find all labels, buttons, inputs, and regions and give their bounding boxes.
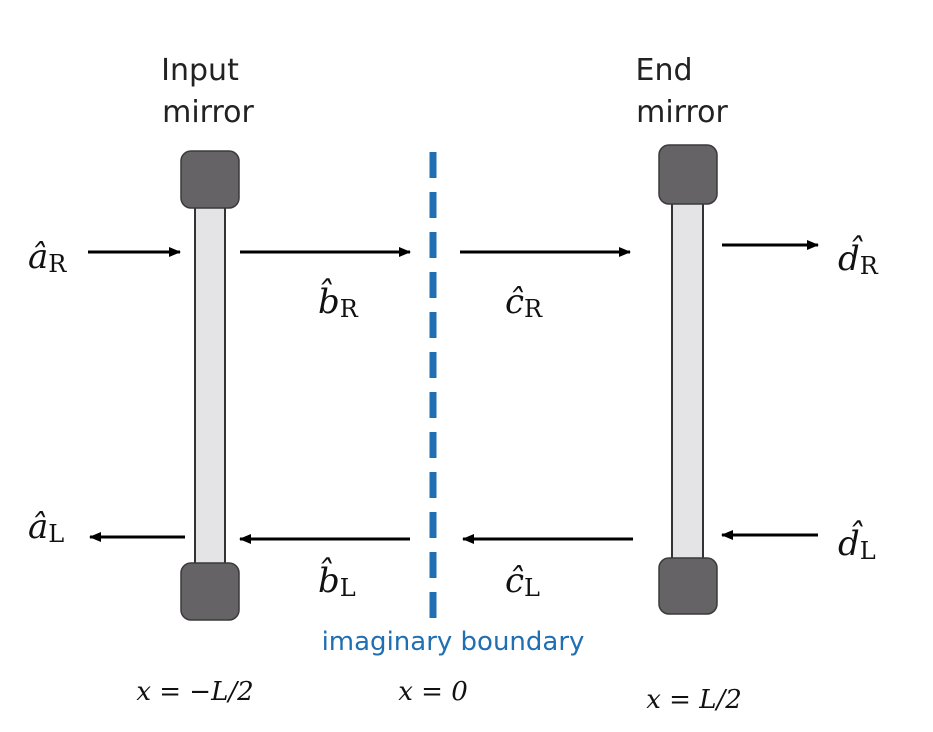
label-a-l: âL — [28, 507, 64, 548]
end-mirror — [658, 144, 718, 615]
label-b-l: b̂L — [318, 558, 356, 602]
input-mirror-rod — [194, 199, 226, 576]
input-mirror-top-cap — [180, 150, 240, 209]
end-mirror-title-line1: End — [635, 53, 692, 88]
imaginary-boundary-label: imaginary boundary — [322, 627, 585, 657]
end-mirror-title-line2: mirror — [636, 95, 728, 130]
label-b-r: b̂R — [318, 279, 359, 323]
label-d-l: d̂L — [838, 521, 876, 565]
position-label-end: x = L/2 — [646, 685, 742, 715]
end-mirror-bottom-cap — [658, 557, 718, 615]
end-mirror-top-cap — [658, 144, 718, 205]
label-d-r: d̂R — [838, 236, 879, 280]
input-mirror — [180, 150, 240, 621]
input-mirror-title-line1: Input — [161, 53, 239, 88]
position-label-input: x = −L/2 — [136, 677, 253, 707]
input-mirror-title-line2: mirror — [162, 95, 254, 130]
label-c-l: ĉL — [505, 561, 540, 602]
end-mirror-rod — [671, 194, 704, 573]
input-mirror-bottom-cap — [180, 562, 240, 621]
label-a-r: âR — [28, 237, 67, 278]
position-label-boundary: x = 0 — [398, 677, 468, 707]
label-c-r: ĉR — [505, 282, 543, 323]
